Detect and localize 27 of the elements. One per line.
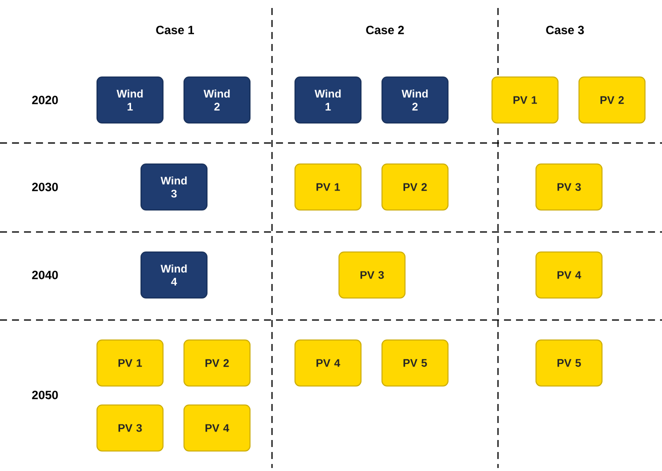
block-box: Wind 1 [96, 76, 164, 124]
row-label: 2030 [32, 182, 58, 192]
block-box: PV 1 [492, 76, 558, 124]
block-box: PV 5 [382, 339, 448, 386]
block-box: PV 2 [184, 339, 250, 386]
block-box: PV 3 [96, 404, 164, 452]
row-label: 2040 [32, 270, 58, 280]
block-box: PV 4 [536, 252, 602, 298]
block-box: PV 1 [96, 339, 164, 386]
block-box: Wind 1 [294, 76, 362, 124]
block-box: PV 2 [382, 164, 448, 210]
column-header: Case 1 [156, 26, 194, 34]
block-box: Wind 2 [382, 76, 448, 124]
block-box: PV 4 [294, 339, 362, 386]
row-label: 2050 [32, 390, 58, 400]
block-box: PV 4 [184, 404, 250, 452]
block-box: PV 1 [294, 164, 362, 210]
block-box: PV 5 [536, 339, 602, 386]
block-box: Wind 4 [140, 252, 208, 298]
block-box: Wind 3 [140, 164, 208, 210]
column-header: Case 2 [366, 26, 404, 34]
column-header: Case 3 [546, 26, 584, 34]
block-box: PV 2 [578, 76, 646, 124]
row-label: 2020 [32, 96, 58, 104]
block-box: PV 3 [338, 252, 406, 298]
block-box: PV 3 [536, 164, 602, 210]
block-box: Wind 2 [184, 76, 250, 124]
